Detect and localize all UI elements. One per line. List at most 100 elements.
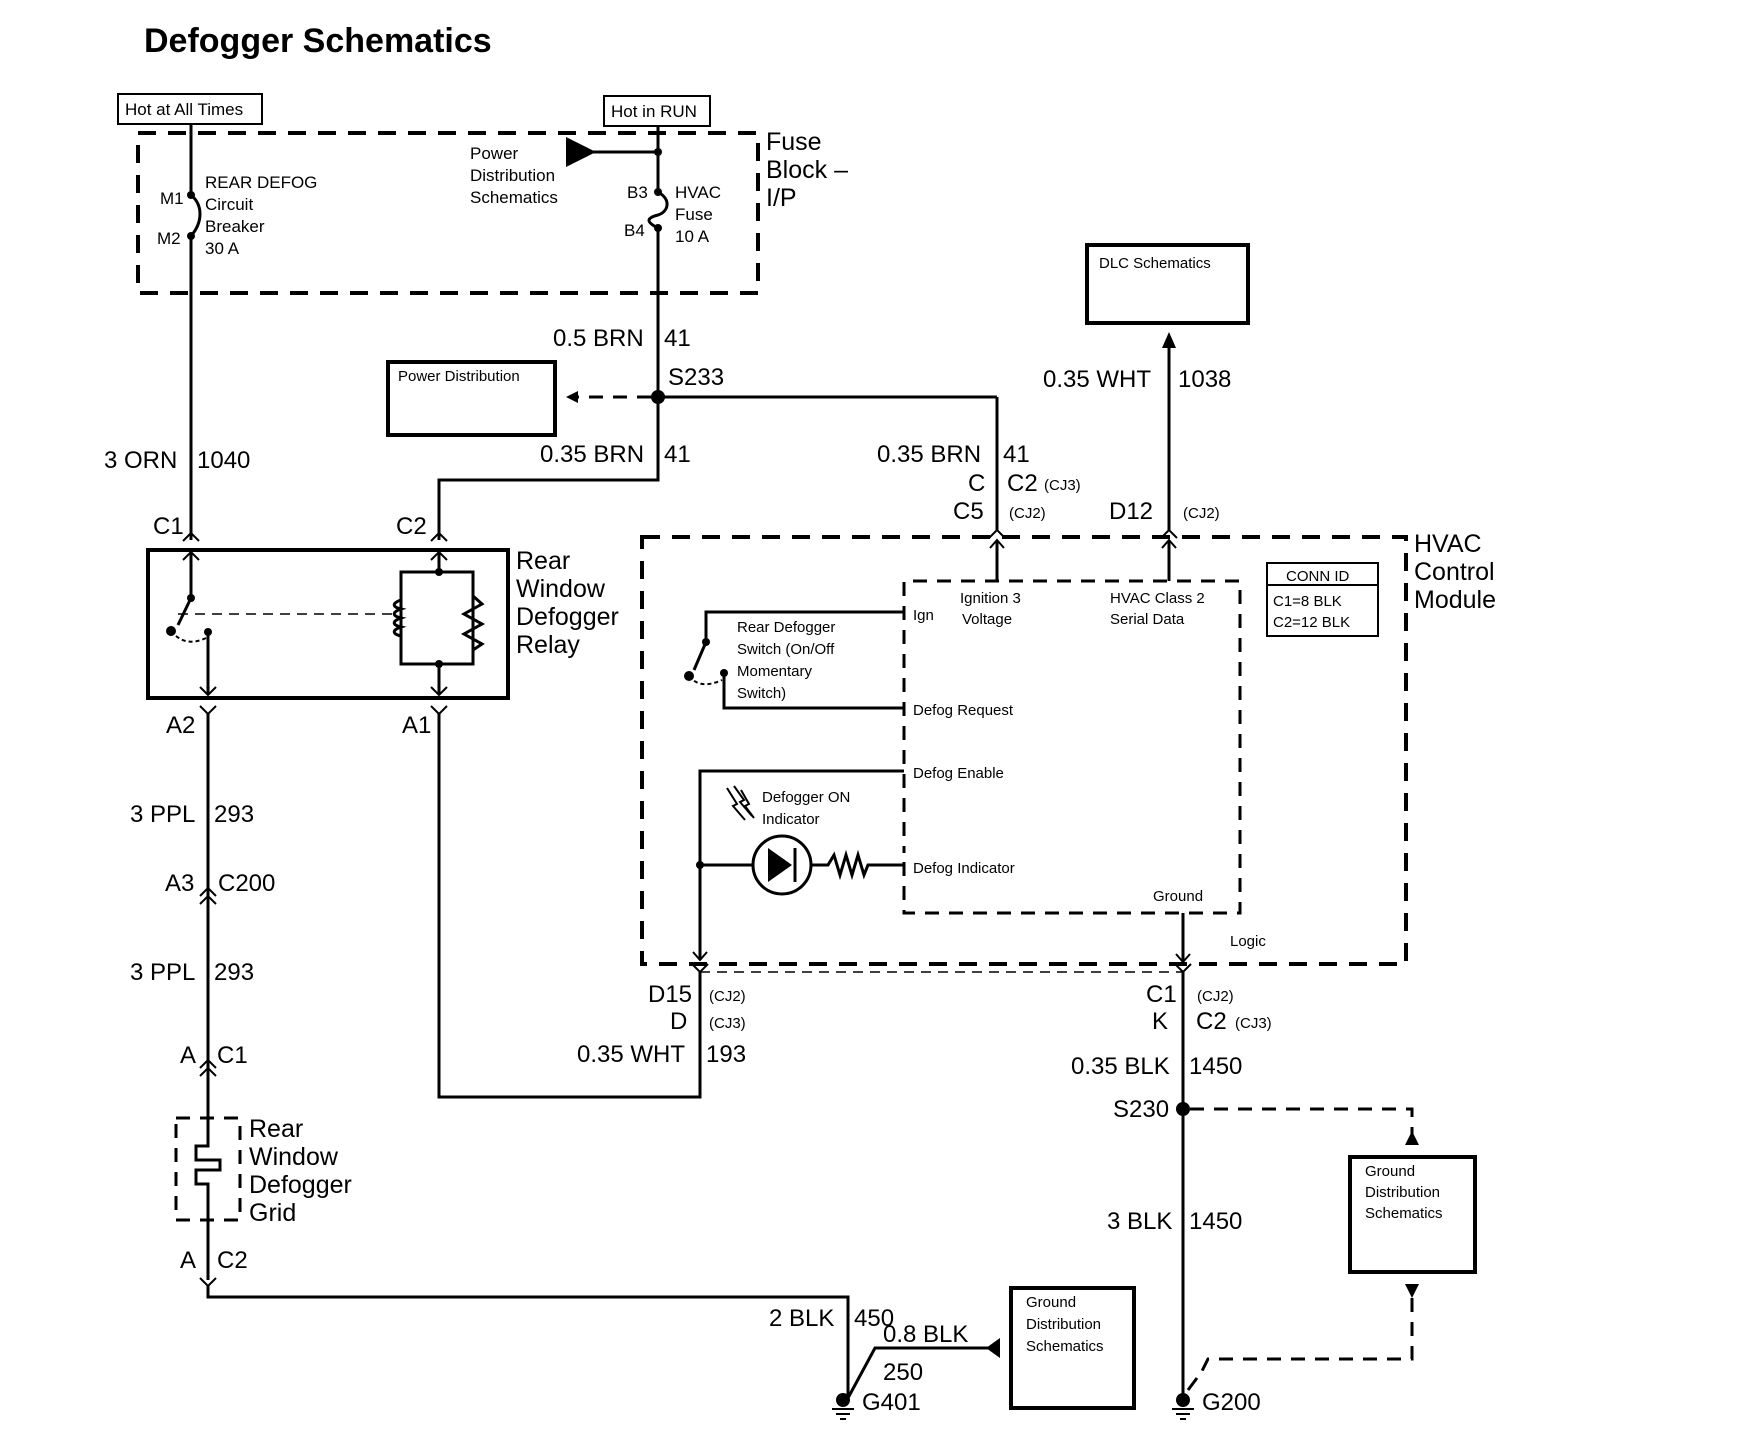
rear-window-defogger-relay bbox=[146, 548, 510, 700]
wire-circuit-1450-upper: 1450 bbox=[1189, 1053, 1242, 1080]
connector-c200-icon bbox=[199, 886, 217, 905]
svg-text:Rear: Rear bbox=[249, 1115, 303, 1143]
dashed-ref-line bbox=[1198, 1298, 1414, 1376]
defogger-on-indicator-led-icon bbox=[700, 834, 904, 896]
hot-at-all-times-label: Hot at All Times bbox=[117, 93, 263, 125]
pin-gnd-c1: C1 bbox=[1146, 981, 1177, 1008]
svg-text:CONN ID: CONN ID bbox=[1286, 568, 1350, 585]
c200-pin-a3: A3 bbox=[165, 870, 194, 897]
defog-indicator-label: Defog Indicator bbox=[913, 860, 1015, 877]
page-title: Defogger Schematics bbox=[144, 22, 492, 60]
wire-circuit-293-lower: 293 bbox=[214, 959, 254, 986]
svg-text:Schematics: Schematics bbox=[470, 188, 558, 207]
arrow-down-icon bbox=[692, 951, 708, 962]
fuse-icon bbox=[647, 190, 669, 230]
relay-pin-c2: C2 bbox=[396, 513, 427, 540]
svg-text:Defogger: Defogger bbox=[516, 603, 619, 631]
wire-label-3-orn: 3 ORN bbox=[104, 447, 177, 474]
svg-text:Schematics: Schematics bbox=[1026, 1338, 1104, 1355]
wire-label-3-ppl-upper: 3 PPL bbox=[130, 801, 195, 828]
cb-m2-label: M2 bbox=[157, 229, 181, 248]
pin-k: K bbox=[1152, 1008, 1168, 1035]
relay-label: Rear Window Defogger Relay bbox=[516, 547, 619, 659]
grid-element-icon bbox=[194, 1118, 222, 1220]
wire-label-035-brn-hvac: 0.35 BRN bbox=[877, 441, 981, 468]
splice-s233-label: S233 bbox=[668, 364, 724, 391]
ground-internal-label: Ground bbox=[1153, 888, 1203, 905]
power-distribution-ref-label: Power Distribution bbox=[398, 368, 520, 385]
wire-label-2-blk: 2 BLK bbox=[769, 1305, 834, 1332]
wire-circuit-450: 450 bbox=[854, 1305, 894, 1332]
svg-text:C2=12 BLK: C2=12 BLK bbox=[1273, 614, 1350, 631]
pin-gnd-c2: C2 bbox=[1196, 1008, 1227, 1035]
dlc-schematics-ref-label: DLC Schematics bbox=[1099, 255, 1211, 272]
svg-text:Distribution: Distribution bbox=[1365, 1184, 1440, 1201]
arrow-up-icon bbox=[1161, 538, 1177, 549]
ground-distribution-ref-right[interactable] bbox=[1348, 1155, 1477, 1274]
svg-text:Relay: Relay bbox=[516, 631, 580, 659]
pin-gnd-cj2: (CJ2) bbox=[1197, 988, 1234, 1005]
svg-text:Switch): Switch) bbox=[737, 685, 786, 702]
arrow-up-icon bbox=[1405, 1131, 1419, 1145]
svg-text:C1=8 BLK: C1=8 BLK bbox=[1273, 593, 1342, 610]
wire-circuit-1040: 1040 bbox=[197, 447, 250, 474]
pin-c5: C5 bbox=[953, 498, 984, 525]
circuit-breaker-label: REAR DEFOG Circuit Breaker 30 A bbox=[205, 173, 317, 258]
grid-label: Rear Window Defogger Grid bbox=[249, 1115, 352, 1227]
ground-g200-icon bbox=[1172, 1377, 1199, 1420]
relay-pin-a2: A2 bbox=[166, 712, 195, 739]
svg-text:Breaker: Breaker bbox=[205, 217, 265, 236]
svg-text:Rear: Rear bbox=[516, 547, 570, 575]
svg-text:Switch (On/Off: Switch (On/Off bbox=[737, 641, 835, 658]
wire-circuit-193: 193 bbox=[706, 1041, 746, 1068]
svg-text:Defogger ON: Defogger ON bbox=[762, 789, 850, 806]
relay-pin-c1: C1 bbox=[153, 513, 184, 540]
wire-label-035-wht-enable: 0.35 WHT bbox=[577, 1041, 685, 1068]
wire-450 bbox=[206, 1286, 850, 1398]
power-dist-schematics-ref[interactable]: Power Distribution Schematics bbox=[470, 144, 558, 207]
relay-pin-a1: A1 bbox=[402, 712, 431, 739]
hvac-control-module-boundary bbox=[640, 535, 1408, 966]
ground-g200-label: G200 bbox=[1202, 1389, 1261, 1416]
hvac-logic-boundary bbox=[902, 579, 1242, 915]
wire-circuit-41-relay: 41 bbox=[664, 441, 691, 468]
defog-enable-label: Defog Enable bbox=[913, 765, 1004, 782]
cb-m1-label: M1 bbox=[160, 189, 184, 208]
pin-d-cj3: (CJ3) bbox=[709, 1015, 746, 1032]
grid-connector-c2: C2 bbox=[217, 1247, 248, 1274]
pin-c: C bbox=[968, 470, 985, 497]
svg-text:Fuse: Fuse bbox=[675, 205, 713, 224]
wire-193 bbox=[437, 714, 702, 1099]
svg-text:Serial Data: Serial Data bbox=[1110, 611, 1185, 628]
connector-icon bbox=[430, 705, 448, 716]
pin-d15-cj2: (CJ2) bbox=[709, 988, 746, 1005]
hot-in-run-label: Hot in RUN bbox=[603, 95, 711, 127]
ground-g401-label: G401 bbox=[862, 1389, 921, 1416]
dlc-schematics-ref[interactable] bbox=[1085, 243, 1250, 325]
wire-label-035-brn-relay: 0.35 BRN bbox=[540, 441, 644, 468]
logic-label: Logic bbox=[1230, 933, 1266, 950]
hvac-fuse-label: HVAC Fuse 10 A bbox=[675, 183, 721, 246]
wire-circuit-250: 250 bbox=[883, 1359, 923, 1386]
grid-connector-c1: C1 bbox=[217, 1042, 248, 1069]
ground-g401-icon bbox=[832, 1393, 854, 1420]
svg-text:Window: Window bbox=[249, 1143, 339, 1171]
connector-icon bbox=[430, 531, 448, 542]
defogger-on-indicator-label: Defogger ON Indicator bbox=[762, 789, 850, 828]
svg-text:Hot at All Times: Hot at All Times bbox=[125, 100, 243, 119]
arrow-down-icon bbox=[1175, 953, 1191, 964]
ground-distribution-ref-left[interactable] bbox=[1009, 1286, 1136, 1410]
svg-text:Power: Power bbox=[470, 144, 519, 163]
fuse-block-boundary bbox=[136, 131, 760, 295]
connector-icon bbox=[199, 705, 217, 716]
svg-text:HVAC: HVAC bbox=[675, 183, 721, 202]
splice-s230-label: S230 bbox=[1113, 1096, 1169, 1123]
ignition-3-voltage-label: Ignition 3 Voltage bbox=[960, 590, 1021, 628]
pin-d12: D12 bbox=[1109, 498, 1153, 525]
power-distribution-ref[interactable] bbox=[386, 360, 557, 437]
rear-defogger-switch-label[interactable]: Rear Defogger Switch (On/Off Momentary S… bbox=[737, 619, 835, 702]
svg-text:HVAC: HVAC bbox=[1414, 530, 1482, 558]
svg-text:Voltage: Voltage bbox=[962, 611, 1012, 628]
svg-text:Hot in RUN: Hot in RUN bbox=[611, 102, 697, 121]
connector-c200: C200 bbox=[218, 870, 275, 897]
